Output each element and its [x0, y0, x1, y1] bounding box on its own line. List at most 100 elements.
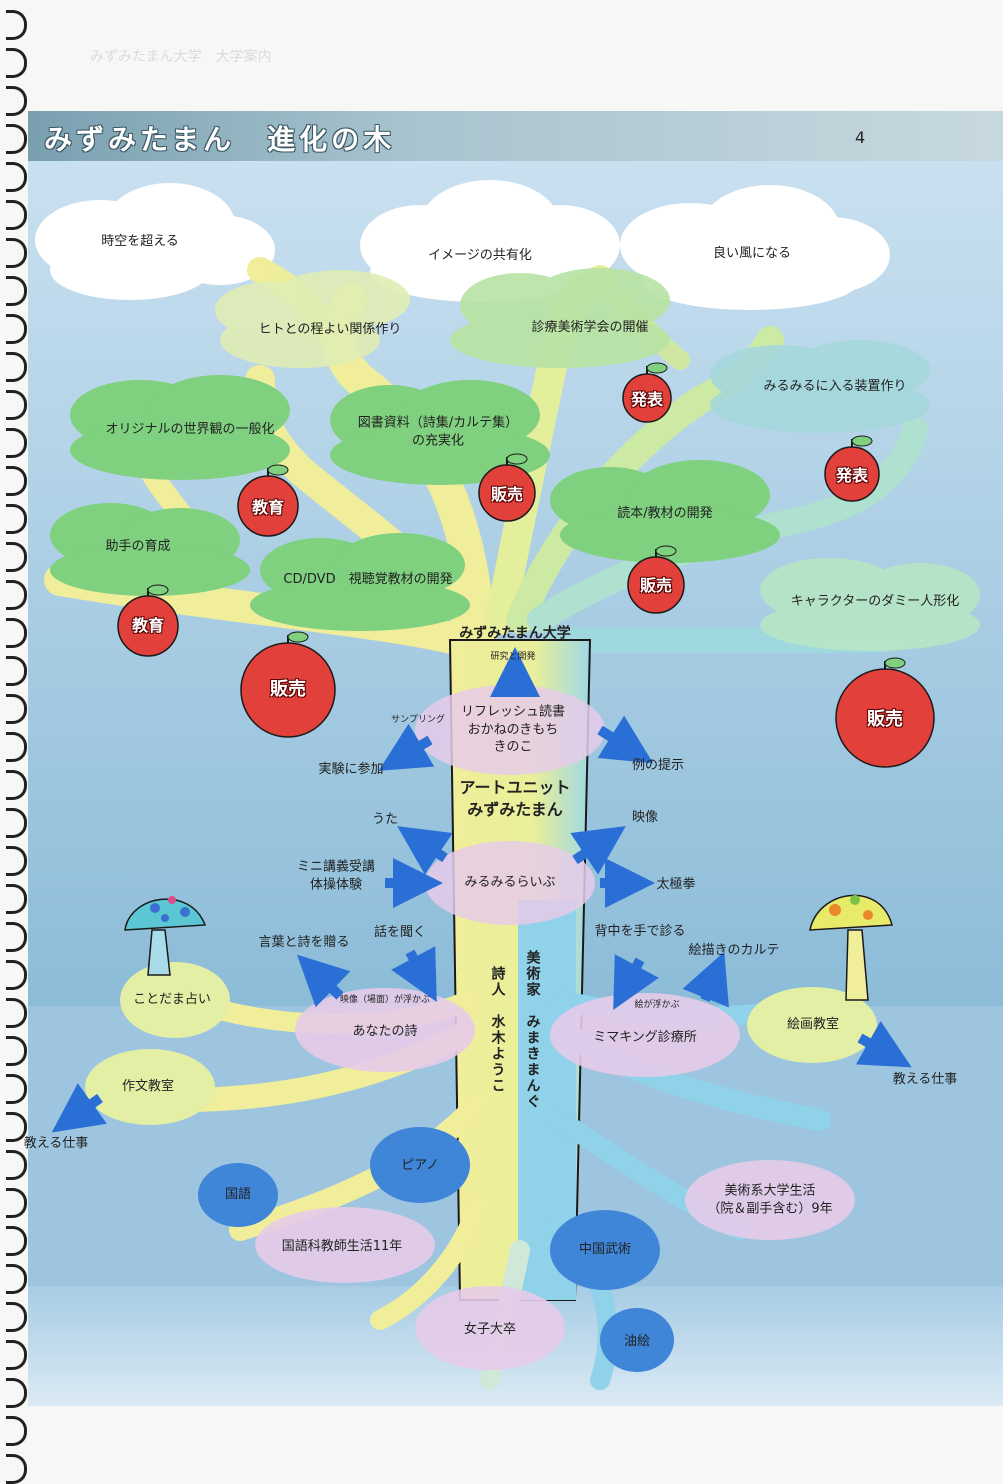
binding-ring	[6, 732, 27, 762]
leaf-3	[710, 340, 930, 433]
binding-ring	[6, 960, 27, 990]
leaf-2	[450, 268, 670, 368]
binding-ring	[6, 808, 27, 838]
fruit-leaf	[851, 435, 873, 447]
teach-left-label: 教える仕事	[23, 1136, 89, 1152]
binding-ring	[6, 1150, 27, 1180]
binding-ring	[6, 694, 27, 724]
binding-ring	[6, 314, 27, 344]
bubble-sakubun	[85, 1049, 215, 1125]
fruit-label-2: 教育	[251, 498, 285, 518]
joshi-label: 女子大卒	[463, 1322, 517, 1338]
leaf-9	[760, 558, 980, 651]
leaf-label-1: ヒトとの程よい関係作り	[258, 322, 402, 338]
mushroom-blue	[124, 896, 207, 976]
fruit-leaf	[646, 362, 668, 374]
chugoku-label: 中国武術	[578, 1242, 632, 1258]
art-unit-label: アートユニット	[459, 778, 571, 798]
anata-label: あなたの詩	[352, 1024, 418, 1040]
arrows	[51, 647, 912, 1133]
binding-ring	[6, 884, 27, 914]
binding-ring	[6, 922, 27, 952]
mushroom-yellow	[809, 894, 893, 1001]
kokugo-label: 国語	[224, 1187, 252, 1203]
eizou-label: 映像	[631, 810, 659, 826]
binding-ring	[6, 238, 27, 268]
leaf-label-7: 助手の育成	[105, 539, 171, 555]
experiment-label: 実験に参加	[318, 762, 384, 778]
bubble-miru	[425, 841, 595, 925]
binding-ring	[6, 504, 27, 534]
mimaking-label: ミマキング診療所	[593, 1030, 697, 1046]
leaf-label-8: CD/DVD 視聴覚教材の開発	[283, 572, 453, 588]
leaf-label-3: みるみるに入る装置作り	[763, 379, 907, 395]
fruit-group	[117, 362, 935, 768]
binding-ring	[6, 352, 27, 382]
leaf-label-9: キャラクターのダミー人形化	[790, 594, 960, 610]
bubble-kaiga	[747, 987, 877, 1063]
binding-ring	[6, 124, 27, 154]
leaf-1	[215, 270, 410, 368]
mini-lecture-label: ミニ講義受講 体操体験	[296, 859, 376, 892]
tree-trunk	[448, 639, 592, 1301]
example-label: 例の提示	[631, 758, 685, 774]
fruit-leaf	[267, 464, 289, 476]
binding-ring	[6, 1036, 27, 1066]
binding-ring	[6, 390, 27, 420]
binding-ring	[6, 1302, 27, 1332]
kotoba-label: 言葉と詩を贈る	[258, 935, 350, 951]
bubble-abura	[600, 1308, 674, 1372]
binding-ring	[6, 1226, 27, 1256]
uta-label: うた	[371, 812, 399, 828]
title-bar	[28, 111, 1003, 161]
leaf-label-5: 図書資料（詩集/カルテ集） の充実化	[357, 415, 519, 448]
miru-label: みるみるらいぶ	[464, 875, 556, 891]
bubble-chugoku	[550, 1210, 660, 1290]
cloud-label-3: 良い風になる	[712, 246, 792, 262]
page-number: 4	[855, 128, 866, 147]
leaf-8	[250, 533, 470, 631]
binding-ring	[6, 48, 27, 78]
binding-ring	[6, 1264, 27, 1294]
leaf-7	[50, 503, 250, 596]
bubble-mimaking	[550, 993, 740, 1077]
sampling-label: サンプリング	[391, 714, 445, 725]
bubble-piano	[370, 1127, 470, 1203]
bubble-anata	[295, 988, 475, 1072]
bubble-refresh	[415, 685, 605, 775]
binding-ring	[6, 1112, 27, 1142]
fruit-leaf	[506, 453, 528, 465]
bubble-kokugo-teacher	[255, 1207, 435, 1283]
binding-ring	[6, 86, 27, 116]
binding-ring	[6, 1074, 27, 1104]
fruit-label-5: 販売	[639, 576, 673, 596]
fruit-leaf	[884, 657, 906, 669]
refresh-label: リフレッシュ読書 おかねのきもち きのこ	[460, 704, 566, 755]
fruit-label-1: 発表	[630, 390, 664, 410]
eizou-ukabu-label: 映像（場面）が浮かぶ	[339, 994, 431, 1005]
fruit-label-6: 教育	[131, 616, 165, 636]
binding-ring	[6, 770, 27, 800]
senaka-label: 背中を手で診る	[594, 924, 686, 940]
binding-ring	[6, 1378, 27, 1408]
binding-ring	[6, 998, 27, 1028]
abura-label: 油絵	[623, 1334, 651, 1350]
bijutsu-label: 美術系大学生活 （院＆副手含む）9年	[707, 1183, 833, 1216]
sakubun-label: 作文教室	[121, 1079, 175, 1095]
binding-ring	[6, 1416, 27, 1446]
hanashi-label: 話を聞く	[373, 925, 427, 941]
e-ukabu-label: 絵が浮かぶ	[634, 999, 680, 1010]
cloud-3	[620, 185, 890, 310]
kaiga-label: 絵画教室	[786, 1017, 840, 1033]
taikyoku-label: 太極拳	[656, 877, 696, 893]
bubble-bijutsu	[685, 1160, 855, 1240]
teach-right-label: 教える仕事	[892, 1072, 958, 1088]
artist-label: 美術家 みまきまんぐ	[524, 950, 541, 1110]
fruit-leaf	[655, 545, 677, 557]
leaf-label-6: 読本/教材の開発	[617, 506, 713, 522]
binding-ring	[6, 466, 27, 496]
leaf-4	[70, 375, 290, 480]
bubble-kokugo	[198, 1163, 278, 1227]
